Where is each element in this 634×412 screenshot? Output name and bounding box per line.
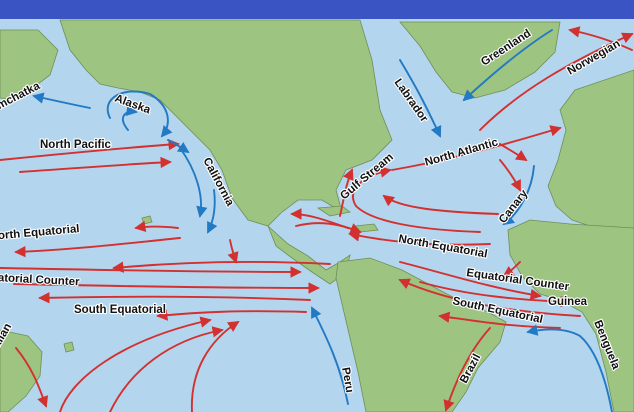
north-pacific-current-arrow bbox=[0, 138, 180, 161]
north-atlantic-current-arrow bbox=[499, 159, 521, 192]
warm-currents bbox=[0, 26, 634, 412]
south-pacific-gyre-arrow bbox=[59, 316, 212, 412]
brazil-current-arrow bbox=[443, 327, 491, 412]
equatorial-counter-atlantic-arrow bbox=[399, 261, 542, 301]
california-current-arrow bbox=[179, 147, 208, 218]
cold-currents bbox=[32, 29, 613, 412]
north-equatorial-pacific-arrow bbox=[14, 237, 181, 258]
norwegian-current-arrow bbox=[568, 26, 633, 51]
australia-land bbox=[0, 329, 43, 412]
north-pacific-blue-arrow bbox=[167, 139, 190, 154]
africa-land bbox=[507, 219, 634, 412]
canary-current-arrow bbox=[502, 165, 535, 226]
asia-kamchatka-land bbox=[0, 29, 59, 101]
greenland-current-arrow bbox=[462, 29, 553, 102]
kamchatka-current-arrow bbox=[32, 92, 91, 109]
label-peru: Peru bbox=[339, 366, 355, 393]
caribbean-loop-arrow bbox=[295, 222, 362, 234]
label-south-equatorial-pacific: South Equatorial bbox=[74, 304, 166, 316]
south-equatorial-atlantic-arrow bbox=[438, 311, 561, 329]
labrador-current-arrow bbox=[399, 59, 442, 138]
equatorial-counter-pacific-arrow bbox=[13, 282, 320, 294]
land-masses bbox=[0, 19, 634, 412]
alaska-gyre-arrow bbox=[122, 104, 138, 131]
benguela-current-arrow bbox=[526, 324, 613, 412]
south-equatorial-pacific-arrow bbox=[112, 260, 331, 273]
equatorial-counter-pacific-arrow bbox=[0, 266, 302, 278]
alaska-gyre-arrow bbox=[106, 90, 173, 138]
europe-land bbox=[547, 69, 634, 231]
california-current-arrow bbox=[207, 189, 218, 234]
gulf-stream-arrow bbox=[339, 168, 354, 217]
north-atlantic-current-arrow bbox=[391, 125, 562, 171]
south-equatorial-atlantic-arrow bbox=[398, 278, 581, 317]
california-return-arrow bbox=[227, 239, 239, 264]
equatorial-counter-atlantic-arrow bbox=[419, 281, 572, 308]
south-equatorial-pacific-arrow bbox=[156, 309, 307, 321]
pacific-island bbox=[63, 341, 75, 353]
east-australian-current-arrow bbox=[15, 347, 49, 408]
top-bar bbox=[0, 0, 634, 19]
north-america-land bbox=[59, 19, 393, 227]
label-guinea: Guinea bbox=[548, 296, 588, 308]
norwegian-current-arrow bbox=[479, 32, 634, 131]
label-equatorial-counter-pacific: Equatorial Counter bbox=[0, 271, 80, 288]
greenland-land bbox=[399, 21, 561, 99]
south-pacific-gyre-arrow bbox=[191, 320, 240, 412]
north-atlantic-gyre-arrow bbox=[382, 194, 499, 215]
canary-return-arrow bbox=[502, 261, 521, 278]
peru-current-arrow bbox=[311, 306, 349, 405]
south-america-land bbox=[335, 257, 507, 412]
north-atlantic-current-arrow bbox=[499, 143, 528, 162]
south-equatorial-pacific-arrow bbox=[38, 292, 311, 304]
label-north-pacific: North Pacific bbox=[40, 139, 112, 151]
north-equatorial-pacific-arrow bbox=[134, 220, 179, 233]
north-atlantic-gyre-arrow bbox=[352, 166, 481, 233]
north-pacific-current-arrow bbox=[19, 156, 172, 173]
north-equatorial-atlantic-arrow bbox=[348, 230, 491, 246]
south-pacific-gyre-arrow bbox=[109, 326, 224, 412]
